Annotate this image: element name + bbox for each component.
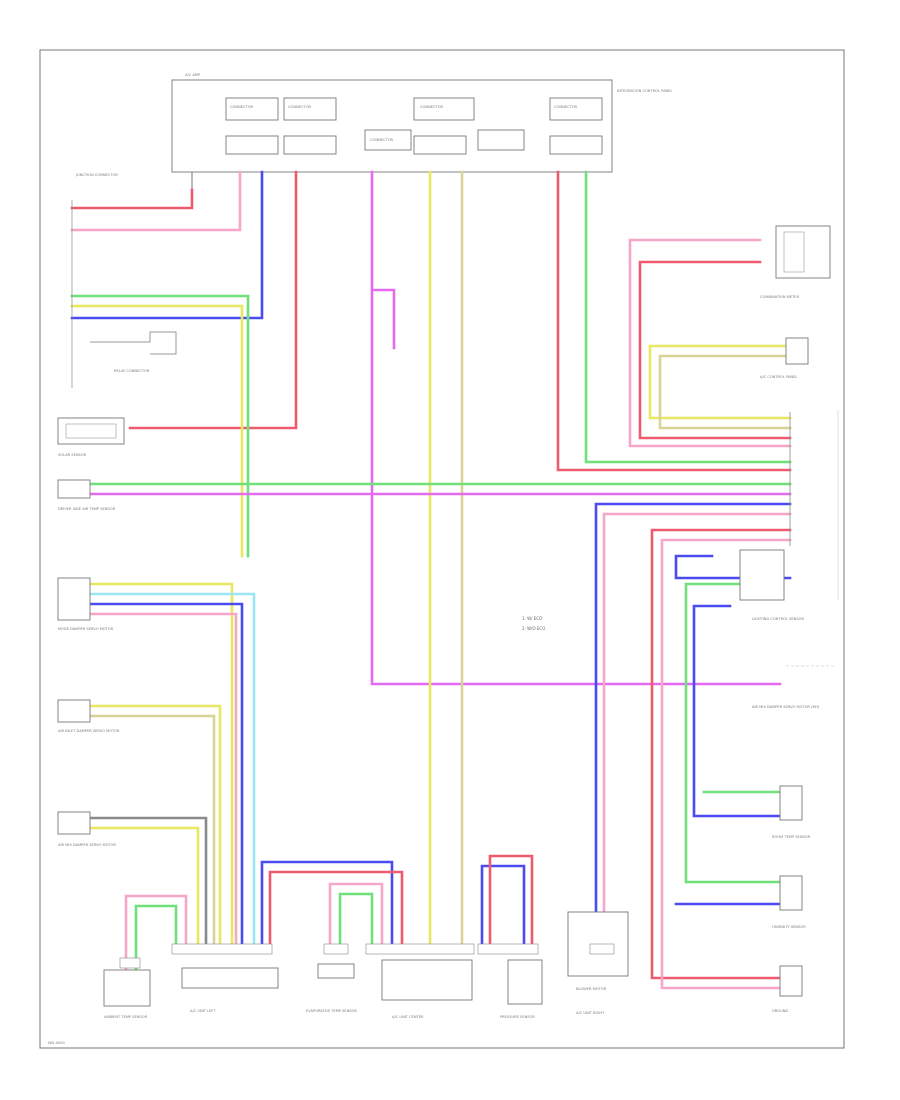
sub-connector-4: CONNECTOR [554,105,578,109]
right-servo-label: AIR MIX DAMPER SERVO MOTOR (RH) [752,705,820,709]
solar-sensor-label: SOLAR SENSOR [58,453,87,457]
servo-left2-label: AIR INLET DAMPER SERVO MOTOR [58,729,120,733]
center-note-1: 1: W/ ECO [522,616,542,621]
lighting-label: LIGHTING CONTROL SENSOR [752,617,804,621]
wires [70,170,792,990]
right-sensor2-label: HUMIDITY SENSOR [772,925,806,929]
footer-code: WD-0000 [48,1041,65,1045]
ambient-label: AMBIENT TEMP SENSOR [104,1015,148,1019]
center-note-2: 2: W/O ECO [522,626,545,631]
left-components: JUNCTION CONNECTOR RELAY CONNECTOR SOLAR… [57,173,629,1019]
solar-sensor-box [57,417,125,445]
sub-connector-1: CONNECTOR [230,105,254,109]
evap-label: EVAPORATOR TEMP SENSOR [306,1009,357,1013]
ac-unit-center-label: A/C UNIT CENTER [392,1015,424,1019]
heater-right-label: A/C UNIT RIGHT [576,1011,605,1015]
blower-label: BLOWER MOTOR [576,987,607,991]
servo-left-label: MODE DAMPER SERVO MOTOR [58,627,114,631]
right-sensor-label: ROOM TEMP SENSOR [772,835,811,839]
bottom-pins [119,943,615,969]
right-components: COMBINATION METER A/C CONTROL PANEL LIGH… [739,225,839,1013]
combination-meter-box [775,225,831,279]
sensor-left-label: DRIVER SIDE AIR TEMP SENSOR [58,507,116,511]
top-module-label: A/C AMP [185,73,201,77]
combination-meter-label: COMBINATION METER [760,295,800,299]
relay-connector-label: RELAY CONNECTOR [114,369,150,373]
junction-left-label: JUNCTION CONNECTOR [75,173,118,177]
ground-label: GROUND [772,1009,788,1013]
sub-connector-3: CONNECTOR [420,105,444,109]
servo-left3-label: AIR MIX DAMPER SERVO MOTOR [58,843,116,847]
sub-connector-5: CONNECTOR [370,138,394,142]
ac-unit-left-label: A/C UNIT LEFT [190,1009,216,1013]
ac-control-label: A/C CONTROL PANEL [760,375,797,379]
top-module-right-note: INTEGRATION CONTROL PANEL [617,89,673,93]
top-module: A/C AMP INTEGRATION CONTROL PANEL CONNEC… [171,73,673,200]
diagram-frame [39,49,845,1049]
sub-connector-2: CONNECTOR [288,105,312,109]
pressure-label: PRESSURE SENSOR [500,1015,535,1019]
